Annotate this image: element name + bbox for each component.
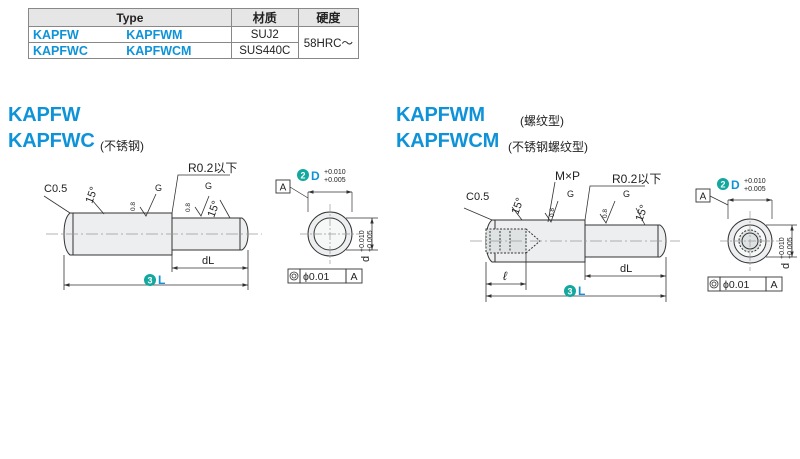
- right-small-d-tol-top: +0.010: [779, 237, 786, 259]
- header-material: 材质: [230, 8, 299, 27]
- header-hardness: 硬度: [297, 8, 360, 27]
- right-d-badge-icon: [717, 178, 729, 190]
- right-chamfer-label: C0.5: [466, 191, 489, 203]
- left-radius-label: R0.2以下: [188, 161, 237, 175]
- right-l-badge-num: 3: [567, 287, 572, 297]
- left-dl-label: dL: [202, 255, 214, 267]
- left-coax-value: ϕ0.01: [303, 271, 329, 283]
- left-d-tol-bot: +0.005: [324, 177, 346, 184]
- right-angle-2-label: 15°: [634, 203, 651, 223]
- left-roughness-2: 0.8: [185, 203, 192, 212]
- right-g-1: G: [567, 189, 574, 199]
- left-small-d-tol-top: +0.010: [359, 230, 366, 252]
- type-cell: KAPFWC: [28, 42, 123, 59]
- hardness-cell: 58HRC～: [297, 26, 360, 59]
- left-title-1: KAPFW: [8, 104, 81, 126]
- right-dimensions: [463, 181, 667, 302]
- left-small-d-label: d: [360, 256, 372, 262]
- right-thread-label: M×P: [555, 169, 580, 183]
- right-roughness-1: 0.8: [549, 208, 556, 217]
- spec-header-row: Type 材质 硬度: [28, 8, 360, 27]
- spec-row: KAPFW KAPFWM SUJ2 58HRC～: [28, 26, 360, 59]
- left-chamfer-label: C0.5: [44, 183, 67, 195]
- left-g-1: G: [155, 183, 162, 193]
- right-d-badge-num: 2: [720, 180, 725, 190]
- left-title-2-note: (不锈钢): [100, 139, 144, 153]
- header-type: Type: [28, 8, 232, 27]
- left-d-badge-num: 2: [300, 171, 305, 181]
- left-d-badge-icon: [297, 169, 309, 181]
- right-coax-value: ϕ0.01: [723, 279, 749, 291]
- right-angle-1-label: 15°: [510, 196, 527, 216]
- right-g-2: G: [623, 189, 630, 199]
- spec-table: Type 材质 硬度 KAPFW KAPFWM SUJ2 58HRC～ KAPF…: [28, 8, 360, 59]
- right-end-view: [695, 188, 797, 292]
- material-cell: SUS440C: [230, 42, 299, 59]
- right-roughness-2: 0.8: [602, 209, 609, 218]
- left-dimensions: [43, 174, 249, 290]
- right-datum-label: A: [700, 192, 707, 203]
- right-title-1-note: (螺纹型): [520, 114, 564, 128]
- left-angle-1-label: 15°: [84, 185, 101, 205]
- spec-row: KAPFWC KAPFWCM SUS440C: [28, 42, 359, 59]
- left-datum-label: A: [280, 183, 287, 194]
- left-coax-ref: A: [350, 271, 357, 283]
- left-l-badge-num: 3: [147, 276, 152, 286]
- right-ell-label: ℓ: [503, 269, 508, 283]
- left-end-view: [275, 179, 378, 284]
- left-title-2: KAPFWC: [8, 130, 95, 152]
- right-radius-label: R0.2以下: [612, 172, 661, 186]
- left-g-2: G: [205, 181, 212, 191]
- right-l-badge-icon: [564, 285, 576, 297]
- right-d-label: D: [731, 178, 740, 192]
- right-title-2-note: (不锈钢螺纹型): [508, 140, 588, 154]
- right-small-d-tol-bot: +0.005: [787, 237, 794, 259]
- right-small-d-label: d: [780, 263, 792, 269]
- left-roughness-1: 0.8: [130, 202, 137, 211]
- left-small-d-tol-bot: +0.005: [367, 230, 374, 252]
- right-d-tol-bot: +0.005: [744, 186, 766, 193]
- right-title-1: KAPFWM: [396, 104, 485, 126]
- right-dl-label: dL: [620, 263, 632, 275]
- type-cell: KAPFWCM: [122, 42, 232, 59]
- left-d-label: D: [311, 169, 320, 183]
- left-angle-2-label: 15°: [206, 199, 223, 219]
- left-l-badge-icon: [144, 274, 156, 286]
- right-title-2: KAPFWCM: [396, 130, 500, 152]
- right-d-tol-top: +0.010: [744, 178, 766, 185]
- left-d-tol-top: +0.010: [324, 169, 346, 176]
- right-l-label: L: [578, 284, 585, 298]
- left-l-label: L: [158, 273, 165, 287]
- right-coax-ref: A: [770, 279, 777, 291]
